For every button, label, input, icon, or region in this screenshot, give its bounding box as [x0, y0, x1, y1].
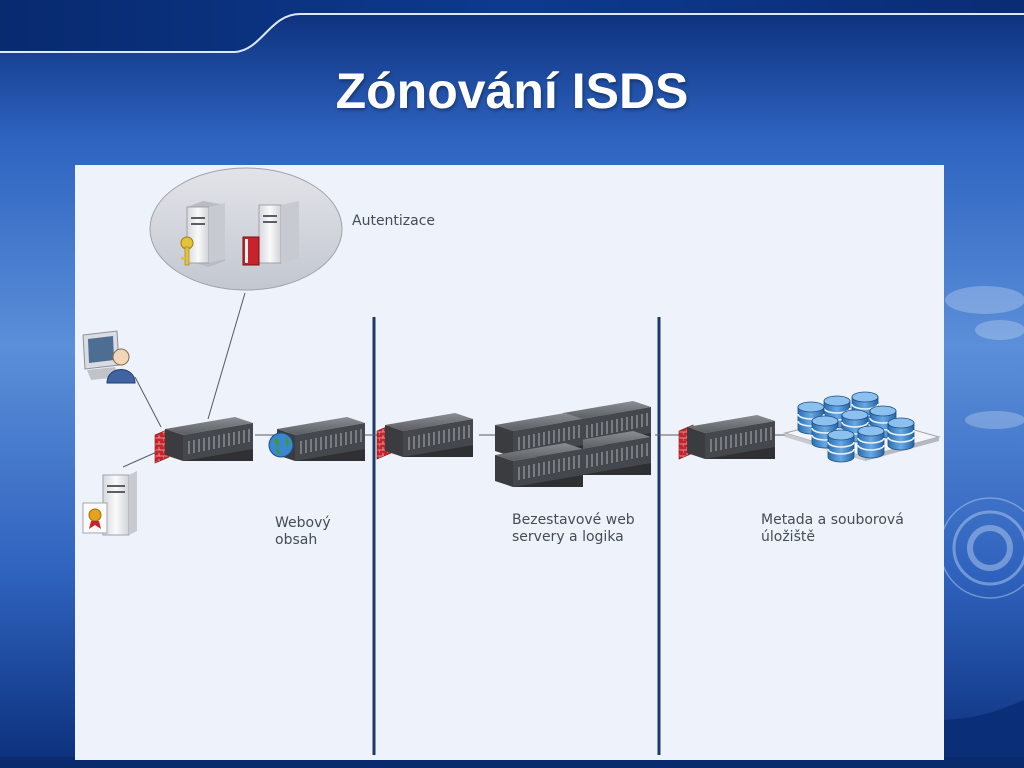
label-storage-line2: úložiště	[761, 529, 815, 545]
label-stateless-line1: Bezestavové web	[512, 512, 635, 528]
globe-icon	[268, 432, 294, 458]
label-web-content: Webový obsah	[275, 515, 331, 549]
rack-server-icon	[164, 416, 254, 462]
database-icon	[797, 401, 825, 435]
label-stateless-servers: Bezestavové web servery a logika	[512, 512, 635, 546]
database-icon	[857, 425, 885, 459]
label-authentication: Autentizace	[352, 213, 436, 229]
label-web-content-line1: Webový	[275, 515, 331, 531]
database-group	[797, 391, 915, 463]
diagram-panel: Autentizace Webový obsah Bezestavové web…	[75, 165, 944, 760]
certificate-server-icon	[82, 471, 137, 536]
key-server-icon	[180, 201, 225, 267]
zone-diagram	[82, 167, 941, 755]
authentication-cluster	[149, 167, 343, 291]
rack-server-icon	[384, 412, 474, 458]
label-stateless-line2: servery a logika	[512, 529, 624, 545]
label-storage-line1: Metada a souborová	[761, 512, 904, 528]
label-web-content-line2: obsah	[275, 532, 318, 548]
database-icon	[887, 417, 915, 451]
client-computer-icon	[82, 330, 136, 384]
database-icon	[827, 429, 855, 463]
label-storage: Metada a souborová úložiště	[761, 512, 904, 546]
rack-server-icon	[686, 414, 776, 460]
server-cluster-icon	[494, 400, 652, 488]
slide-title: Zónování ISDS	[335, 63, 689, 119]
directory-server-icon	[242, 201, 299, 266]
